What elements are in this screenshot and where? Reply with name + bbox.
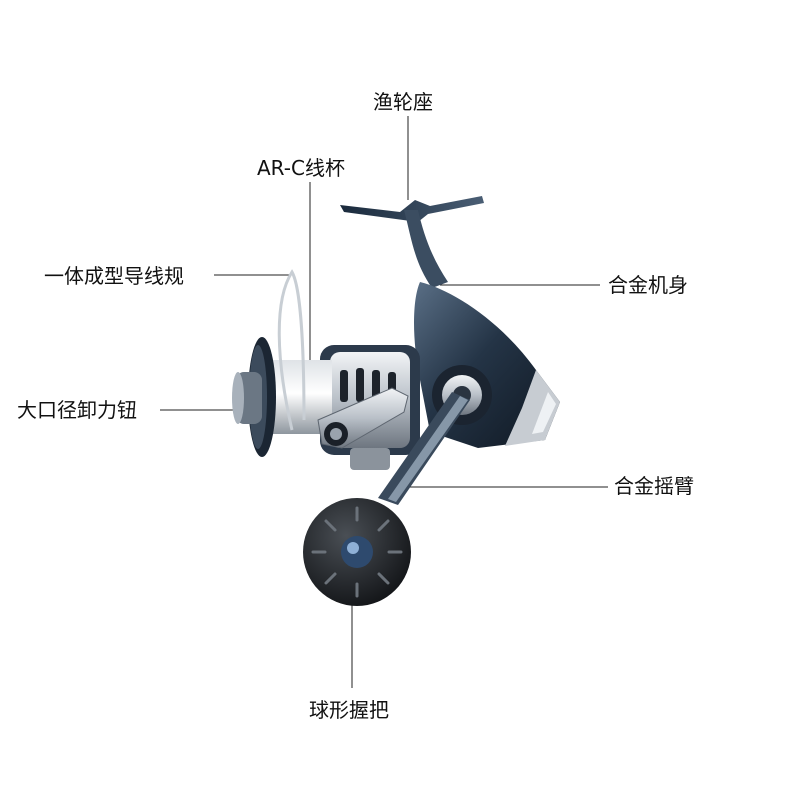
label-drag-knob: 大口径卸力钮 (17, 398, 137, 422)
label-spool: AR-C线杯 (257, 156, 345, 180)
handle-knob-shape (303, 498, 411, 606)
label-body: 合金机身 (608, 273, 688, 297)
drag-knob-shape (232, 372, 262, 424)
label-reel-seat: 渔轮座 (373, 90, 433, 114)
reel-seat-shape (340, 196, 484, 288)
label-handle-arm: 合金摇臂 (614, 474, 694, 498)
label-handle-knob: 球形握把 (309, 698, 389, 722)
label-bail: 一体成型导线规 (44, 264, 184, 288)
